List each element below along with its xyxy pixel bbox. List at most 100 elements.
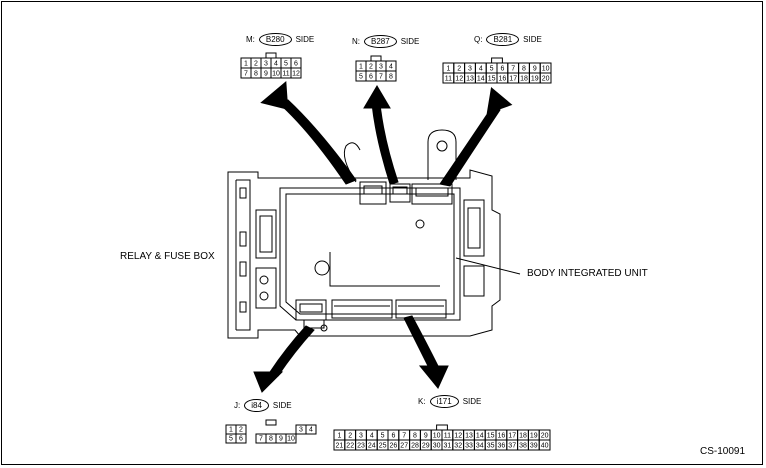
connector-k-pin-label: 22 — [346, 443, 354, 450]
connector-m-pin-label: 9 — [264, 71, 268, 78]
connector-q-pin-label: 14 — [477, 76, 485, 83]
connector-n-key-tab — [370, 55, 382, 62]
connector-m-pin-label: 7 — [244, 71, 248, 78]
connector-k-pin-label: 4 — [370, 433, 374, 440]
connector-q-title: Q: B281 SIDE — [474, 33, 542, 46]
connector-q-pin-label: 18 — [520, 76, 528, 83]
connector-j-pin-label: 8 — [269, 436, 273, 443]
connector-k-prefix: K: — [418, 397, 426, 406]
connector-k-pin-label: 25 — [379, 443, 387, 450]
connector-q-pin-label: 2 — [457, 66, 461, 73]
connector-n-pin-label: 1 — [359, 64, 363, 71]
connector-k-pin-label: 24 — [368, 443, 376, 450]
connector-m-pin-label: 1 — [244, 61, 248, 68]
connector-k-title: K: i171 SIDE — [418, 395, 481, 408]
connector-j-pin-label: 9 — [279, 436, 283, 443]
connector-q-pin-label: 8 — [522, 66, 526, 73]
connector-k-pin-label: 14 — [476, 433, 484, 440]
connector-k-pin-label: 23 — [357, 443, 365, 450]
connector-m-pin-label: 11 — [282, 71, 289, 78]
connector-j-cell — [285, 433, 297, 444]
connector-k-pin-label: 16 — [498, 433, 506, 440]
connector-m-prefix: M: — [246, 35, 255, 44]
connector-k-pin-label: 33 — [465, 443, 473, 450]
connector-k-pin-label: 20 — [541, 433, 549, 440]
figure-code: CS-10091 — [700, 446, 746, 457]
connector-k-pin-label: 7 — [402, 433, 406, 440]
unit-connector-k — [331, 299, 393, 319]
connector-n-pin-label: 6 — [369, 74, 373, 81]
connector-j-pin-label: 7 — [259, 436, 263, 443]
connector-j-cell — [235, 433, 247, 444]
connector-k-pin-label: 10 — [433, 433, 441, 440]
connector-k-pin-label: 32 — [454, 443, 462, 450]
connector-m-pin-label: 3 — [264, 61, 268, 68]
connector-m-code: B280 — [258, 33, 292, 46]
connector-q-key-tab — [491, 57, 503, 64]
unit-connector-n — [389, 183, 411, 203]
connector-q-code: B281 — [486, 33, 520, 46]
connector-q-pin-label: 9 — [533, 66, 537, 73]
connector-j-pin-label: 6 — [239, 436, 243, 443]
connector-q-pin-label: 19 — [531, 76, 539, 83]
connector-k-pin-label: 3 — [359, 433, 363, 440]
connector-q-pin-label: 4 — [479, 66, 483, 73]
connector-m-pin-label: 4 — [274, 61, 278, 68]
connector-j-pin-label: 1 — [229, 427, 233, 434]
connector-k-pin-label: 18 — [519, 433, 527, 440]
connector-j-code: i84 — [244, 399, 269, 412]
connector-k-cell — [538, 439, 551, 451]
connector-n-prefix: N: — [352, 37, 360, 46]
connector-n-title: N: B287 SIDE — [352, 35, 419, 48]
connector-n-cell — [385, 70, 397, 82]
connector-m-pin-label: 12 — [292, 71, 300, 78]
connector-n-pin-label: 2 — [369, 64, 373, 71]
connector-q-pin-label: 3 — [468, 66, 472, 73]
connector-k-pin-label: 15 — [487, 433, 495, 440]
connector-m-pin-label: 5 — [284, 61, 288, 68]
connector-k-pin-label: 9 — [424, 433, 428, 440]
connector-j-pin-label: 4 — [309, 427, 313, 434]
connector-k-pin-label: 39 — [530, 443, 538, 450]
connector-k-pin-label: 35 — [487, 443, 495, 450]
connector-j-prefix: J: — [234, 401, 241, 410]
unit-connector-m — [359, 181, 387, 205]
connector-q-pin-label: 11 — [445, 76, 452, 83]
connector-k-pin-label: 21 — [336, 443, 344, 450]
connector-k-pin-label: 37 — [508, 443, 516, 450]
connector-q-pin-label: 5 — [490, 66, 494, 73]
connector-k-pin-label: 11 — [444, 433, 451, 440]
connector-q-pin-label: 16 — [499, 76, 507, 83]
connector-k-pin-label: 28 — [411, 443, 419, 450]
arrow-to-q — [439, 103, 501, 187]
connector-k-pin-label: 26 — [390, 443, 398, 450]
connector-k-pin-label: 27 — [400, 443, 408, 450]
connector-k-pin-label: 6 — [391, 433, 395, 440]
connector-m-suffix: SIDE — [295, 35, 315, 44]
connector-n-suffix: SIDE — [400, 37, 420, 46]
connector-k-suffix: SIDE — [462, 397, 482, 406]
connector-k-pin-label: 12 — [454, 433, 462, 440]
connector-k-pin-label: 36 — [498, 443, 506, 450]
connector-k-pin-label: 31 — [444, 443, 452, 450]
connector-m-pin-label: 8 — [254, 71, 258, 78]
connector-j-key-tab — [265, 419, 277, 426]
connector-n-code: B287 — [364, 35, 397, 48]
body-integrated-unit-label: BODY INTEGRATED UNIT — [527, 268, 648, 279]
connector-m-pin-label: 2 — [254, 61, 258, 68]
connector-j-pin-label: 2 — [239, 427, 243, 434]
connector-j-cell — [305, 424, 317, 435]
connector-j-suffix: SIDE — [272, 401, 292, 410]
connector-k-key-tab — [436, 424, 448, 431]
arrow-to-m — [281, 99, 357, 185]
connector-k-pin-label: 38 — [519, 443, 527, 450]
connector-j-pin-label: 10 — [287, 436, 295, 443]
arrow-to-n — [371, 103, 399, 185]
connector-k-pin-label: 5 — [381, 433, 385, 440]
connector-k-pin-label: 30 — [433, 443, 441, 450]
connector-k-pin-label: 29 — [422, 443, 430, 450]
connector-q-pin-label: 7 — [511, 66, 515, 73]
connector-q-pin-label: 20 — [542, 76, 550, 83]
